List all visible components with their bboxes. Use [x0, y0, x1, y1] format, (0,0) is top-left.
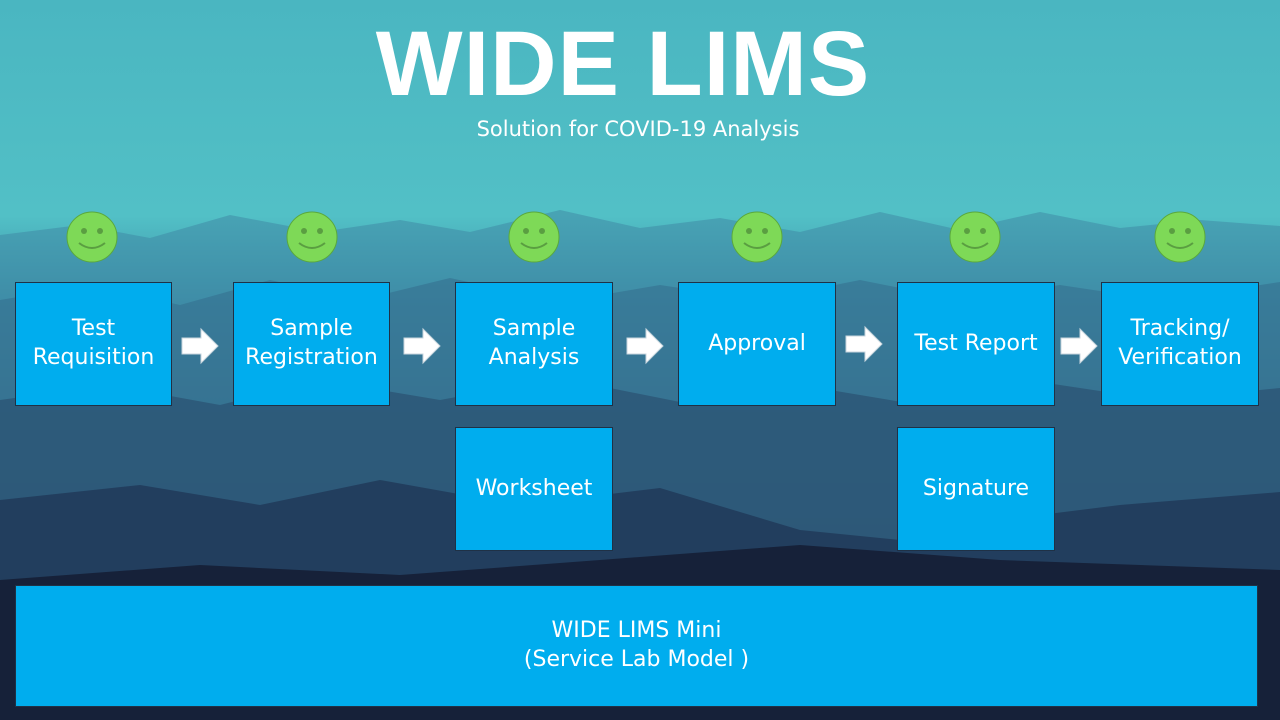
base-subtitle: (Service Lab Model ) — [523, 647, 750, 672]
smiley-face-icon — [949, 211, 1001, 263]
smiley-face-icon — [66, 211, 118, 263]
right-arrow-icon — [1060, 327, 1098, 365]
smiley-face-icon — [286, 211, 338, 263]
right-arrow-icon — [845, 325, 883, 363]
right-arrow-icon — [181, 327, 219, 365]
right-arrow-icon — [626, 327, 664, 365]
smiley-face-icon — [1154, 211, 1206, 263]
signature-box: Signature — [897, 427, 1055, 551]
base-title: WIDE LIMS Mini — [551, 618, 722, 644]
step-test-report: Test Report — [897, 282, 1055, 406]
page-title: WIDE LIMS — [375, 13, 871, 115]
step-sample-registration: Sample Registration — [233, 282, 390, 406]
wide-lims-mini-box: WIDE LIMS Mini (Service Lab Model ) — [15, 585, 1258, 707]
step-approval: Approval — [678, 282, 836, 406]
worksheet-box: Worksheet — [455, 427, 613, 551]
step-tracking-verification: Tracking/ Verification — [1101, 282, 1259, 406]
smiley-face-icon — [731, 211, 783, 263]
smiley-face-icon — [508, 211, 560, 263]
step-sample-analysis: Sample Analysis — [455, 282, 613, 406]
page-subtitle: Solution for COVID-19 Analysis — [476, 117, 800, 141]
right-arrow-icon — [403, 327, 441, 365]
step-test-requisition: Test Requisition — [15, 282, 172, 406]
